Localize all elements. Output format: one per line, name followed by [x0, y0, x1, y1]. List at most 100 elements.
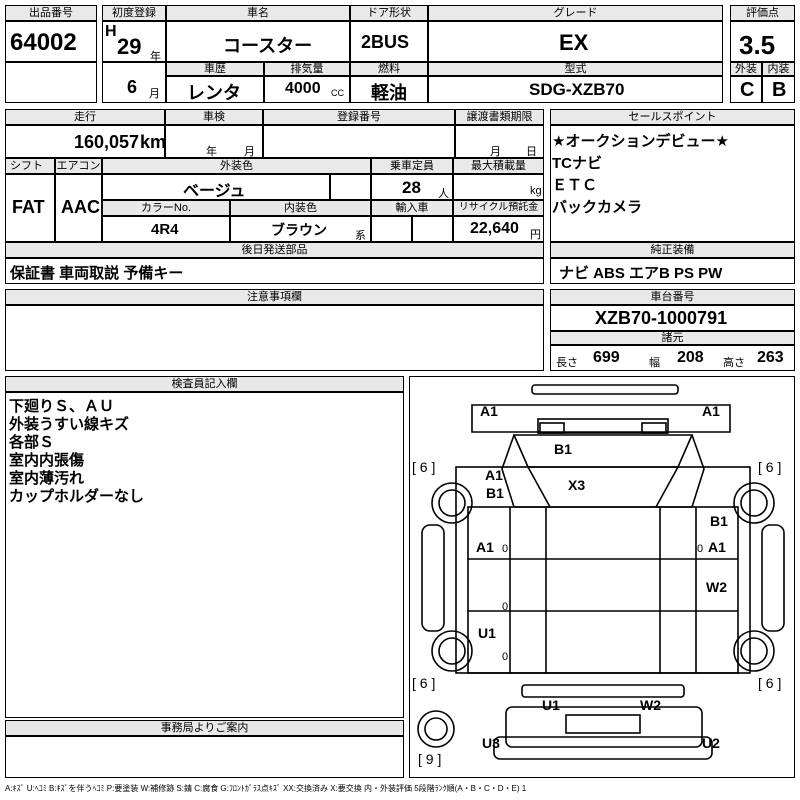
recycle-unit: 円: [530, 229, 541, 241]
later-parts-header: 後日発送部品: [5, 242, 544, 258]
damage-legend: A:ｷｽﾞ U:ﾍｺﾐ B:ｷｽﾞを伴うﾍｺﾐ P:要塗装 W:補修跡 S:錆 …: [5, 784, 527, 793]
exterior-grade: C: [740, 79, 755, 101]
width: 208: [677, 349, 704, 366]
height: 263: [757, 349, 784, 366]
color-no-cell: 4R4: [102, 216, 230, 242]
history-cell: レンタ: [166, 76, 264, 103]
damage-diagram: A1 A1 B1 X3 A1 B1 B1 A1 A1 W2 U1 U1 W2 U…: [409, 376, 795, 778]
ext-color-extra: [330, 174, 371, 200]
int-color: ブラウン: [271, 222, 327, 238]
lot-no-header: 出品番号: [5, 5, 97, 21]
mark-u2: U2: [702, 735, 720, 751]
import-cell-a: [371, 216, 412, 242]
displacement-header: 排気量: [264, 62, 350, 76]
sales-points-header: セールスポイント: [550, 109, 795, 125]
int-color-header: 内装色: [230, 200, 371, 216]
small-mark: 0: [502, 543, 509, 555]
later-parts: 保証書 車両取説 予備キー: [10, 265, 184, 282]
inspection-month-unit: 月: [244, 146, 255, 158]
shift-cell: FAT: [5, 174, 55, 242]
mark-b1-right: B1: [710, 513, 728, 529]
inspector-note: 外装うすい線キズ: [9, 416, 130, 433]
mark-u3: U3: [482, 735, 500, 751]
sales-point-item: ＥＴＣ: [552, 177, 598, 194]
door-cell: 2BUS: [350, 21, 428, 62]
lot-no-blank: [5, 62, 97, 103]
reg-month-unit: 月: [149, 88, 160, 100]
interior-grade: B: [772, 79, 787, 101]
mark-front-left: A1: [480, 403, 498, 419]
model-header: 型式: [428, 62, 723, 76]
reg-month-cell: 6 月: [102, 62, 166, 103]
length-label: 長さ: [556, 357, 578, 369]
sales-points-cell: ★オークションデビュー★ TCナビ ＥＴＣ バックカメラ: [550, 125, 795, 242]
grade-cell: EX: [428, 21, 723, 62]
genuine-equip: ナビ ABS エアB PS PW: [559, 265, 723, 282]
chassis-no: XZB70-1000791: [595, 308, 728, 328]
capacity-header: 乗車定員: [371, 158, 453, 174]
inspector-note: 各部Ｓ: [9, 434, 55, 451]
import-cell-b: [412, 216, 453, 242]
first-reg-header: 初度登録: [102, 5, 166, 21]
inspector-cell: 下廻りＳ、ＡＵ 外装うすい線キズ 各部Ｓ 室内内張傷 室内薄汚れ カップホルダー…: [5, 392, 404, 718]
reg-no-header: 登録番号: [263, 109, 455, 125]
tire-tag: [ 6 ]: [412, 459, 436, 475]
car-name-header: 車名: [166, 5, 350, 21]
door-type: 2BUS: [361, 32, 410, 52]
int-color-suffix: 系: [355, 230, 366, 242]
genuine-equip-header: 純正装備: [550, 242, 795, 258]
specs-cell: 長さ 699 幅 208 高さ 263: [550, 345, 795, 371]
fuel-cell: 軽油: [350, 76, 428, 103]
later-parts-cell: 保証書 車両取説 予備キー: [5, 258, 544, 284]
reg-no-cell: [263, 125, 455, 158]
recycle-header: リサイクル預託金: [453, 200, 544, 216]
model: SDG-XZB70: [529, 80, 625, 99]
history-header: 車歴: [166, 62, 264, 76]
capacity-cell: 28 人: [371, 174, 453, 200]
transfer-header: 譲渡書類期限: [455, 109, 544, 125]
reg-year-unit: 年: [150, 51, 161, 63]
capacity: 28: [402, 178, 421, 197]
inspection-year-unit: 年: [206, 146, 217, 158]
small-mark: 0: [502, 651, 509, 663]
inspector-header: 検査員記入欄: [5, 376, 404, 392]
displacement-unit: CC: [331, 88, 344, 98]
max-load-header: 最大積載量: [453, 158, 544, 174]
inspector-note: 室内薄汚れ: [9, 470, 85, 487]
inspector-note: カップホルダーなし: [9, 488, 145, 505]
era-letter: H: [105, 23, 117, 40]
history: レンタ: [187, 83, 241, 103]
max-load-unit: kg: [530, 185, 542, 197]
transfer-day-unit: 日: [526, 146, 537, 158]
mark-a1-left-mid: A1: [476, 539, 494, 555]
mileage-unit: km: [140, 132, 167, 152]
mark-a1-left-upper: A1: [485, 467, 503, 483]
inspector-note: 室内内張傷: [9, 452, 85, 469]
length: 699: [593, 349, 620, 366]
recycle-cell: 22,640 円: [453, 216, 544, 242]
mark-u1-rear: U1: [542, 697, 560, 713]
ext-color-header: 外装色: [102, 158, 371, 174]
aircon-cell: AAC: [55, 174, 102, 242]
first-reg-cell: H 29 年: [102, 21, 166, 63]
tire-tag: [ 6 ]: [758, 675, 782, 691]
sales-point-item: ★オークションデビュー★: [552, 133, 729, 150]
mark-front-right: A1: [702, 403, 720, 419]
aircon: AAC: [61, 197, 100, 217]
vehicle-outline: [417, 384, 785, 760]
specs-header: 諸元: [550, 331, 795, 345]
sales-point-item: TCナビ: [552, 155, 602, 172]
small-mark: 0: [697, 543, 704, 555]
reg-year: 29: [117, 34, 142, 59]
mark-a1-right-mid: A1: [708, 539, 726, 555]
office-info-cell: [5, 736, 404, 778]
car-name-cell: コースター: [166, 21, 350, 62]
lot-no-cell: 64002: [5, 21, 97, 62]
door-header: ドア形状: [350, 5, 428, 21]
transfer-month-unit: 月: [490, 146, 501, 158]
displacement: 4000: [285, 80, 321, 97]
model-cell: SDG-XZB70: [428, 76, 723, 103]
import-header: 輸入車: [371, 200, 453, 216]
recycle: 22,640: [470, 220, 519, 237]
capacity-unit: 人: [438, 188, 449, 200]
